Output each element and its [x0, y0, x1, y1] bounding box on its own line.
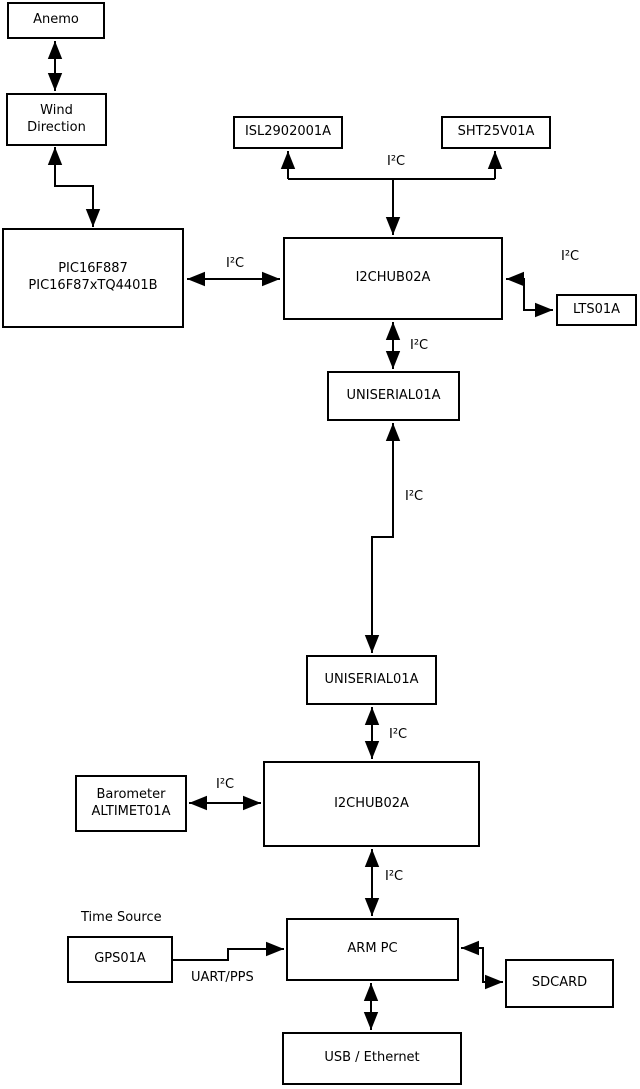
edge-label-i2c-uniserial-hub2: I²C	[389, 727, 408, 742]
node-uniserial-bottom: UNISERIAL01A	[306, 655, 437, 705]
edge-armpc-sdcard	[461, 940, 503, 990]
edge-label-i2c-barometer-hub: I²C	[216, 777, 235, 792]
edge-label-i2c-pic-hub: I²C	[226, 256, 245, 271]
edge-label-uart-pps: UART/PPS	[191, 970, 254, 985]
node-gps01a: GPS01A	[67, 936, 173, 983]
edge-label-i2c-uniserial-link: I²C	[405, 489, 424, 504]
node-lts01a: LTS01A	[556, 294, 637, 326]
edge-hub1-lts	[506, 271, 553, 318]
node-i2chub-bottom: I2CHUB02A	[263, 761, 480, 847]
node-uniserial-top: UNISERIAL01A	[327, 371, 460, 421]
node-sdcard: SDCARD	[505, 959, 614, 1008]
node-wind-direction: Wind Direction	[6, 93, 107, 146]
edge-wind-pic	[47, 147, 101, 227]
edge-label-i2c-hub-lts: I²C	[561, 249, 580, 264]
node-sht25v01a: SHT25V01A	[441, 116, 551, 149]
edge-gps-armpc	[173, 941, 284, 961]
edge-label-time-source: Time Source	[81, 910, 162, 925]
edge-label-i2c-hub-uniserial: I²C	[410, 338, 429, 353]
node-i2chub-top: I2CHUB02A	[283, 237, 503, 320]
node-barometer: Barometer ALTIMET01A	[75, 775, 187, 832]
node-arm-pc: ARM PC	[286, 918, 459, 981]
edge-label-i2c-top-bus: I²C	[387, 154, 406, 169]
node-isl2902001a: ISL2902001A	[233, 116, 343, 149]
node-anemo: Anemo	[7, 2, 105, 39]
edge-label-i2c-hub2-arm: I²C	[385, 869, 404, 884]
node-pic16f887: PIC16F887 PIC16F87xTQ4401B	[2, 228, 184, 328]
edge-uniserial1-uniserial2	[364, 423, 401, 653]
node-usb-ethernet: USB / Ethernet	[282, 1032, 462, 1085]
